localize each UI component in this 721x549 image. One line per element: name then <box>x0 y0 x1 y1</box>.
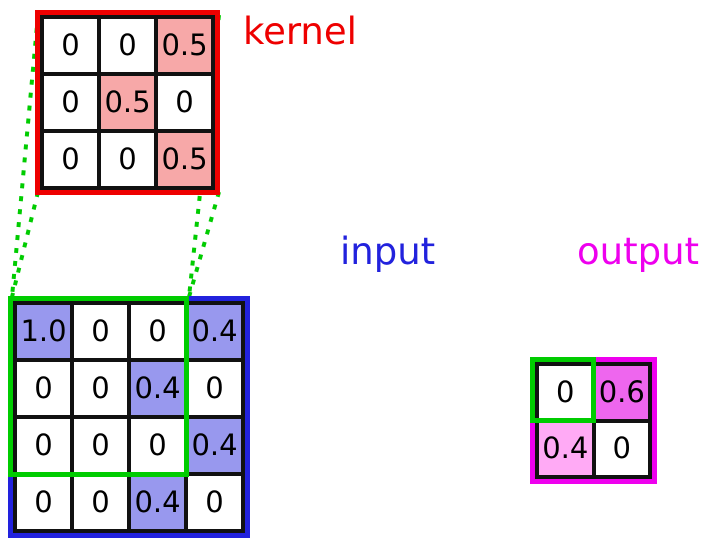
input-matrix: 1.0 0 0 0.4 0 0 0.4 0 0 0 0 0.4 0 0 0.4 … <box>8 296 250 538</box>
output-cell: 0 <box>539 366 592 419</box>
projection-line <box>187 191 221 298</box>
input-cell: 0 <box>17 476 70 529</box>
kernel-cell: 0 <box>158 76 211 129</box>
input-cell: 0 <box>17 419 70 472</box>
input-cell: 0.4 <box>131 362 184 415</box>
kernel-cell: 0.5 <box>158 19 211 72</box>
input-cell: 0 <box>74 362 127 415</box>
input-cell: 0 <box>188 362 241 415</box>
input-cell: 0 <box>74 476 127 529</box>
output-current-cell-window <box>530 357 596 423</box>
input-cell: 1.0 <box>17 305 70 358</box>
kernel-cell: 0.5 <box>158 133 211 186</box>
kernel-cell: 0 <box>101 19 154 72</box>
kernel-cell: 0.5 <box>101 76 154 129</box>
kernel-cell: 0 <box>44 19 97 72</box>
output-cell: 0.6 <box>595 366 648 419</box>
output-cell: 0.4 <box>539 422 592 475</box>
kernel-label: kernel <box>243 10 357 53</box>
input-cell: 0 <box>17 362 70 415</box>
input-cell: 0.4 <box>131 476 184 529</box>
kernel-matrix: 0 0 0.5 0 0.5 0 0 0 0.5 <box>35 10 220 195</box>
input-cell: 0.4 <box>188 305 241 358</box>
input-cell: 0 <box>74 419 127 472</box>
input-cell: 0 <box>131 305 184 358</box>
output-cell: 0 <box>595 422 648 475</box>
kernel-cell: 0 <box>101 133 154 186</box>
projection-line <box>10 191 40 298</box>
kernel-cell: 0 <box>44 76 97 129</box>
input-cell: 0.4 <box>188 419 241 472</box>
input-cell: 0 <box>131 419 184 472</box>
input-label: input <box>340 230 436 273</box>
input-cell: 0 <box>188 476 241 529</box>
output-label: output <box>577 230 700 273</box>
input-sliding-window <box>8 296 189 477</box>
input-cell: 0 <box>74 305 127 358</box>
kernel-cell: 0 <box>44 133 97 186</box>
